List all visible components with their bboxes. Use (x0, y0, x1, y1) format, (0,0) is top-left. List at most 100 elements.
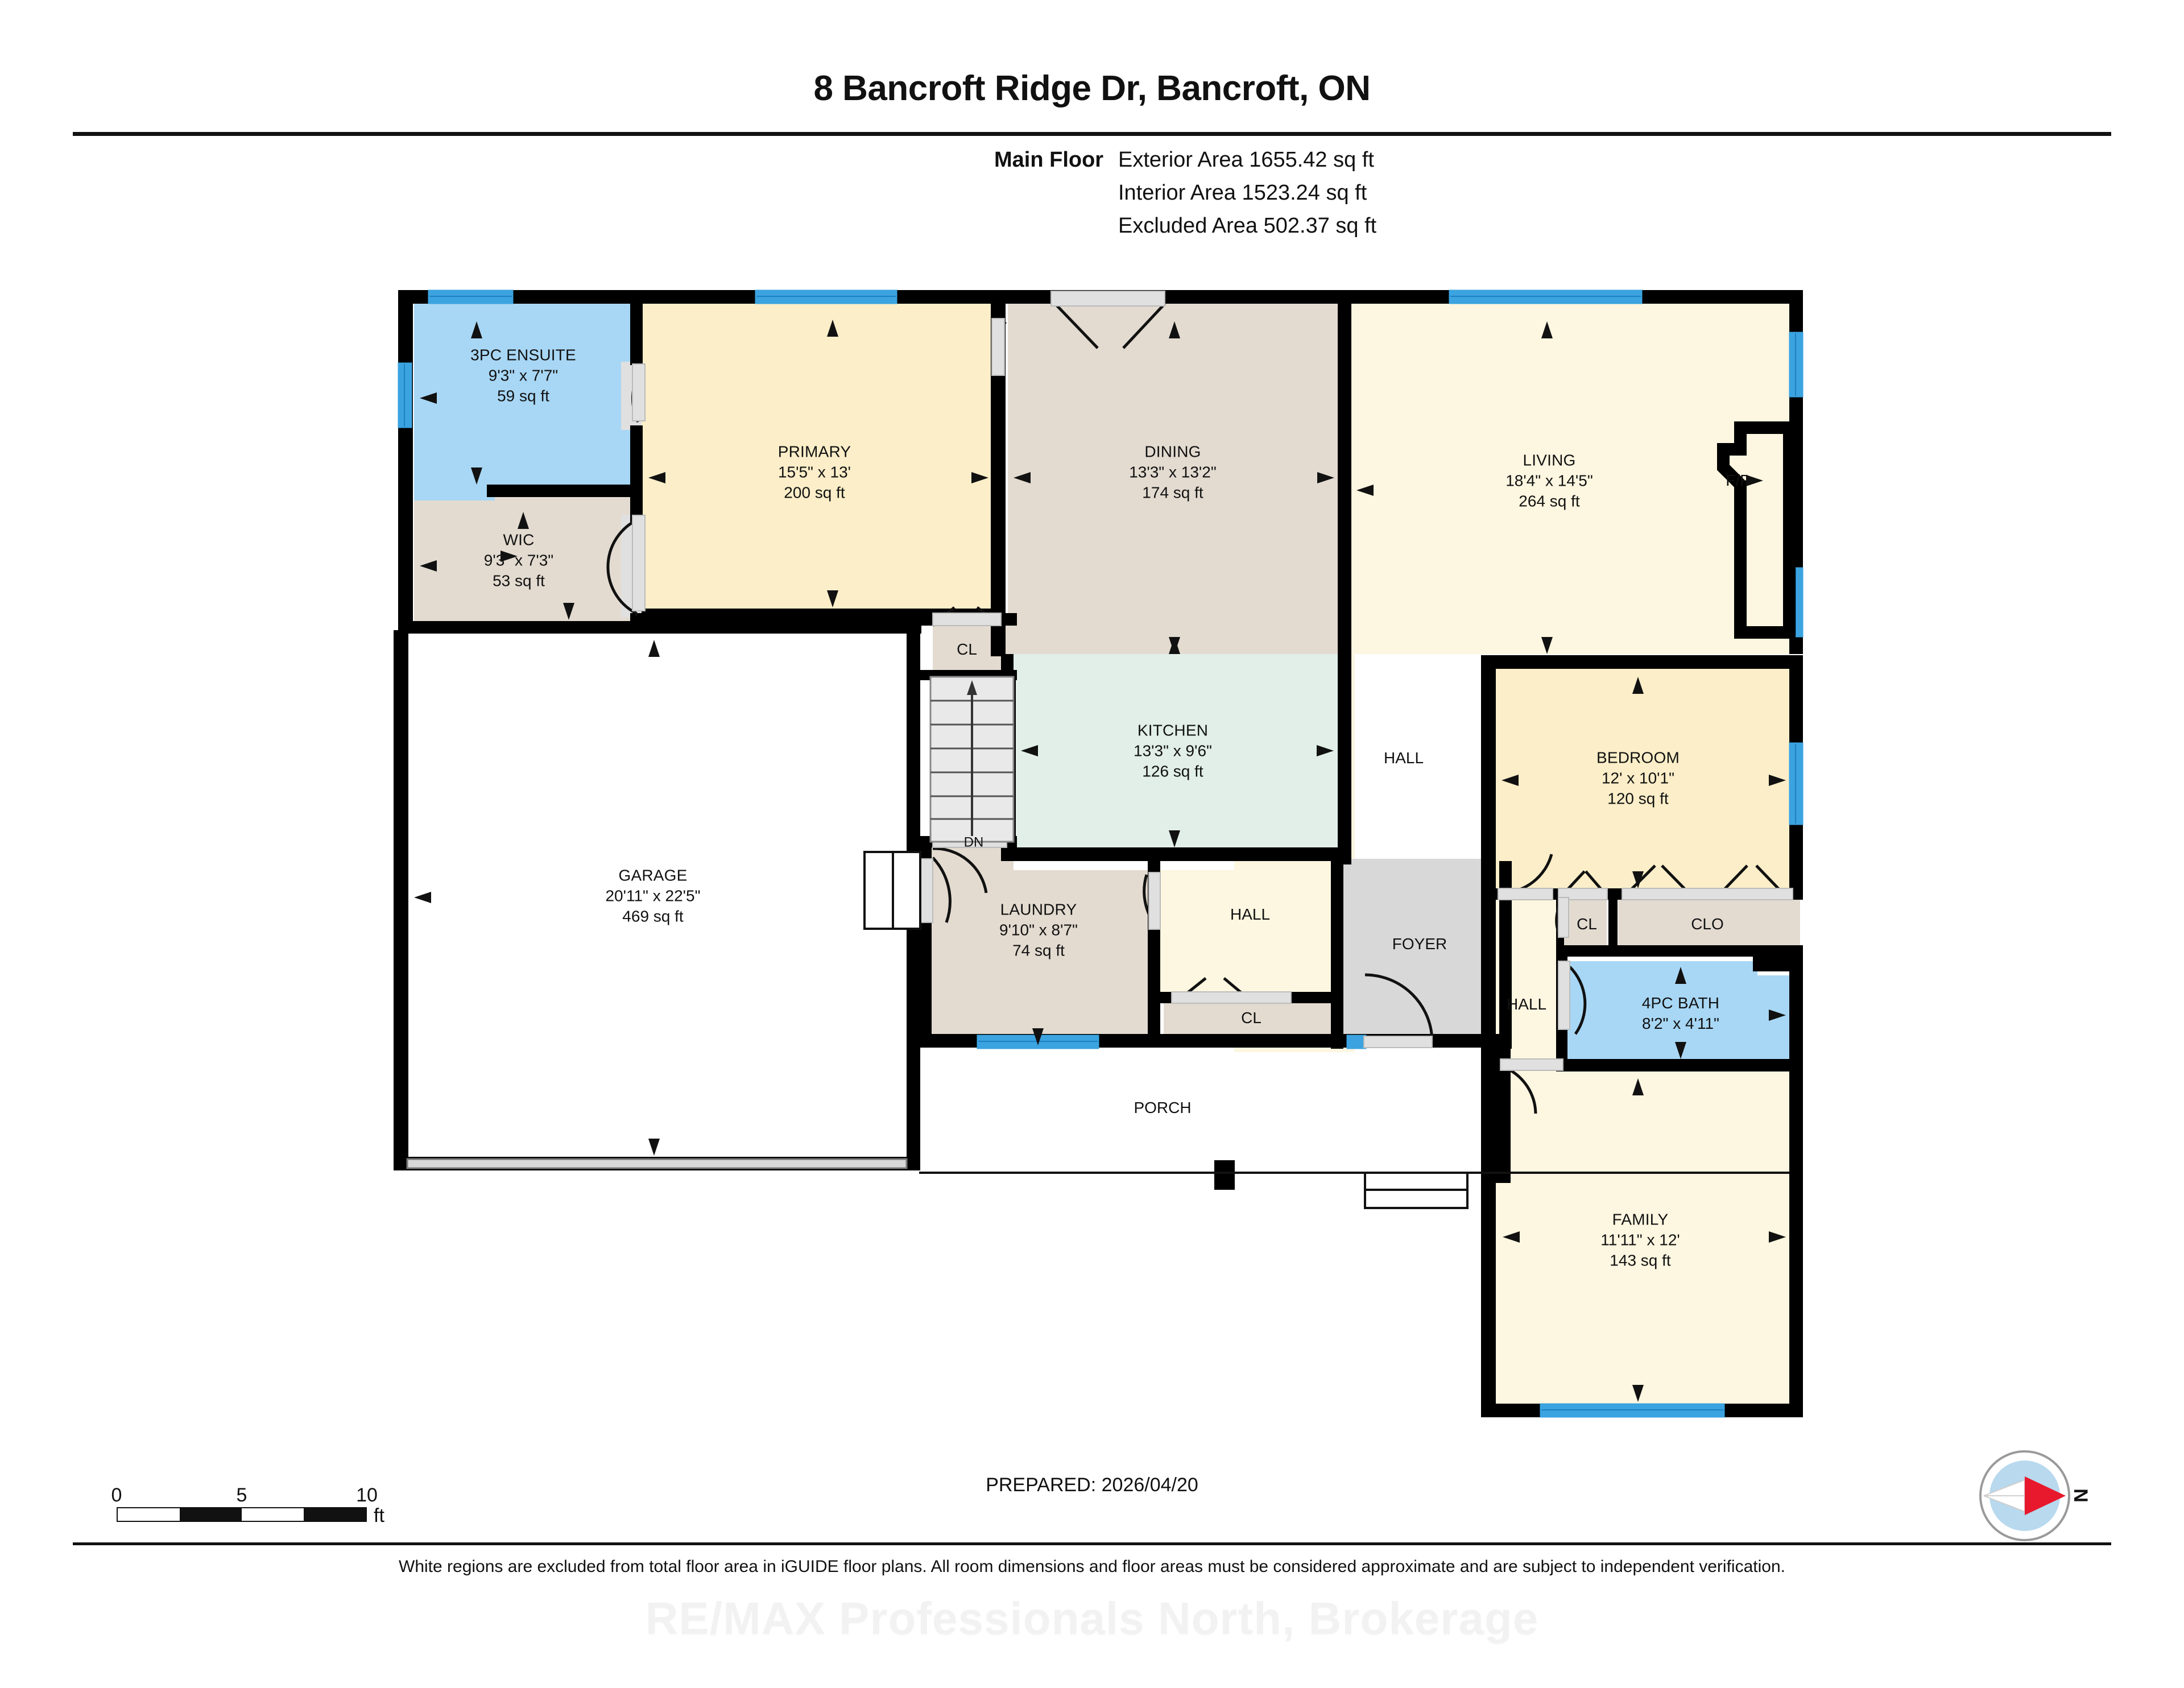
room-label-cl-stairs: CL (957, 640, 977, 659)
interior-area: Interior Area 1523.24 sq ft (1118, 180, 1367, 205)
room-area: 469 sq ft (622, 907, 684, 925)
slab-clo (1622, 888, 1793, 900)
area-summary: Main Floor Exterior Area 1655.42 sq ft I… (994, 148, 1677, 248)
area-row: Excluded Area 502.37 sq ft (994, 213, 1677, 238)
room-name: 4PC BATH (1641, 994, 1720, 1012)
room-fill-garage (407, 631, 919, 1163)
slab-cl-bed (1558, 888, 1608, 900)
compass-north-label: N (2069, 1488, 2091, 1503)
scale-tick-0: 0 (111, 1484, 122, 1506)
scale-bar-graphic (117, 1507, 367, 1522)
room-area: 126 sq ft (1142, 762, 1203, 780)
room-fill-bedroom (1496, 668, 1800, 890)
room-name: WIC (503, 531, 535, 549)
room-dimensions: 9'3" x 7'7" (488, 366, 559, 384)
room-label-hall-small: HALL (1230, 905, 1271, 924)
room-label-clo: CLO (1691, 915, 1724, 933)
door-wic (606, 516, 643, 617)
wall-foyer-right (1499, 861, 1512, 1049)
wall-bath-right (1789, 957, 1803, 1070)
prepared-date: PREPARED: 2026/04/20 (986, 1474, 1198, 1496)
wall-wic-bottom (398, 621, 921, 634)
wall-ensuite-right2 (630, 425, 643, 516)
room-label-foyer: FOYER (1392, 935, 1447, 953)
door-foyer-front (1364, 973, 1434, 1042)
door-family (1505, 1066, 1537, 1114)
room-label-dining: DINING 13'3" x 13'2" 174 sq ft (1129, 441, 1217, 502)
exterior-area: Exterior Area 1655.42 sq ft (1118, 148, 1374, 172)
room-area: 74 sq ft (1012, 941, 1065, 959)
wall-clo-bottom (1556, 945, 1803, 957)
room-name: KITCHEN (1137, 721, 1209, 739)
room-area: 120 sq ft (1607, 789, 1669, 807)
scale-bar: 0 5 10 ft (111, 1484, 384, 1526)
brokerage-watermark: RE/MAX Professionals North, Brokerage (645, 1593, 1539, 1644)
room-name: PRIMARY (777, 442, 851, 461)
room-fill-ensuite (414, 301, 631, 500)
door-dn (932, 847, 988, 893)
room-fill-primary (642, 301, 991, 621)
plan-details (863, 851, 1789, 1209)
room-fill-family (1496, 1069, 1800, 1416)
room-label-kitchen: KITCHEN 13'3" x 9'6" 126 sq ft (1134, 720, 1212, 781)
room-dimensions: 18'4" x 14'5" (1505, 471, 1593, 490)
room-label-laundry: LAUNDRY 9'10" x 8'7" 74 sq ft (999, 899, 1078, 960)
room-name: DINING (1144, 442, 1201, 461)
room-name: FAMILY (1612, 1210, 1669, 1228)
disclaimer-text: White regions are excluded from total fl… (399, 1557, 1785, 1576)
stairs (929, 676, 1015, 843)
compass-needle-north (2025, 1476, 2066, 1515)
room-fill-living (1355, 301, 1793, 654)
room-area: 59 sq ft (497, 386, 549, 404)
scale-tick-5: 5 (236, 1484, 247, 1506)
room-area: 174 sq ft (1142, 483, 1203, 501)
room-fill-hall-small (1158, 870, 1340, 1001)
room-name: LAUNDRY (1000, 900, 1077, 919)
slab-family (1500, 1058, 1563, 1071)
room-fill-wic (414, 489, 631, 621)
room-dimensions: 9'3" x 7'3" (483, 551, 554, 569)
garage-door-slab (406, 1158, 908, 1169)
room-fill-kitchen (1008, 654, 1338, 847)
area-row: Interior Area 1523.24 sq ft (994, 180, 1677, 205)
page-title: 8 Bancroft Ridge Dr, Bancroft, ON (813, 69, 1371, 108)
slab-hall-right (1558, 897, 1569, 938)
room-label-bath4pc: 4PC BATH 8'2" x 4'11" (1642, 993, 1719, 1034)
room-dimensions: 15'5" x 13' (777, 463, 851, 481)
title-divider (73, 132, 2111, 136)
wall-bedroom-left (1481, 655, 1496, 900)
door-bath (1569, 966, 1587, 1035)
slab-bath (1558, 961, 1570, 1030)
slab-laundry-hall (1148, 872, 1161, 930)
excluded-area: Excluded Area 502.37 sq ft (1118, 213, 1377, 238)
room-label-primary: PRIMARY 15'5" x 13' 200 sq ft (778, 441, 851, 502)
wall-left-garage (394, 630, 408, 1170)
floor-label: Main Floor (994, 148, 1104, 172)
wall-ensuite-bottom (487, 485, 631, 497)
room-label-hall-right: HALL (1506, 995, 1547, 1013)
room-area: 200 sq ft (784, 483, 845, 501)
wall-family-left (1481, 1059, 1496, 1417)
slab-wic (632, 515, 646, 611)
room-fill-clo (1618, 899, 1800, 950)
room-label-bedroom: BEDROOM 12' x 10'1" 120 sq ft (1596, 747, 1680, 808)
slab-bedroom (1498, 888, 1553, 900)
wall-bedroom-top (1481, 655, 1803, 669)
room-name: 3PC ENSUITE (470, 346, 576, 364)
room-label-hall-main: HALL (1383, 749, 1424, 767)
room-label-cl-hall: CL (1241, 1009, 1261, 1027)
slab-primary (991, 318, 1005, 376)
wall-left-upper (398, 290, 413, 634)
room-label-porch: PORCH (1134, 1099, 1192, 1117)
wall-cl-sep2 (1608, 888, 1618, 951)
wall-hall-mid2 (1338, 654, 1351, 864)
fireplace (1717, 421, 1796, 639)
room-fill-bath4pc (1564, 961, 1800, 1061)
wall-family-right (1789, 1059, 1803, 1417)
wall-kitchen-bottom (1001, 847, 1348, 861)
porch-post (1214, 1160, 1235, 1190)
room-name: BEDROOM (1596, 748, 1680, 767)
door-laundry-garage (932, 857, 952, 923)
room-fill-dining (1008, 301, 1338, 654)
